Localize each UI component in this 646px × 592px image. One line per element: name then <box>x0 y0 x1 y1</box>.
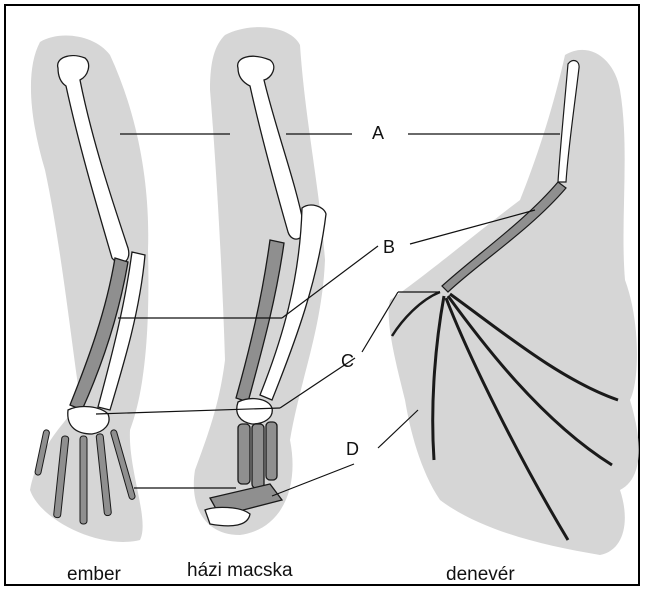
cat-carpals <box>237 399 272 424</box>
label-b: B <box>383 238 395 256</box>
caption-bat: denevér <box>446 565 515 584</box>
caption-cat: házi macska <box>187 561 293 580</box>
label-c: C <box>341 352 354 370</box>
caption-human: ember <box>67 565 121 584</box>
label-a: A <box>372 124 384 142</box>
label-d: D <box>346 440 359 458</box>
bat-wing-silhouette <box>389 50 639 555</box>
